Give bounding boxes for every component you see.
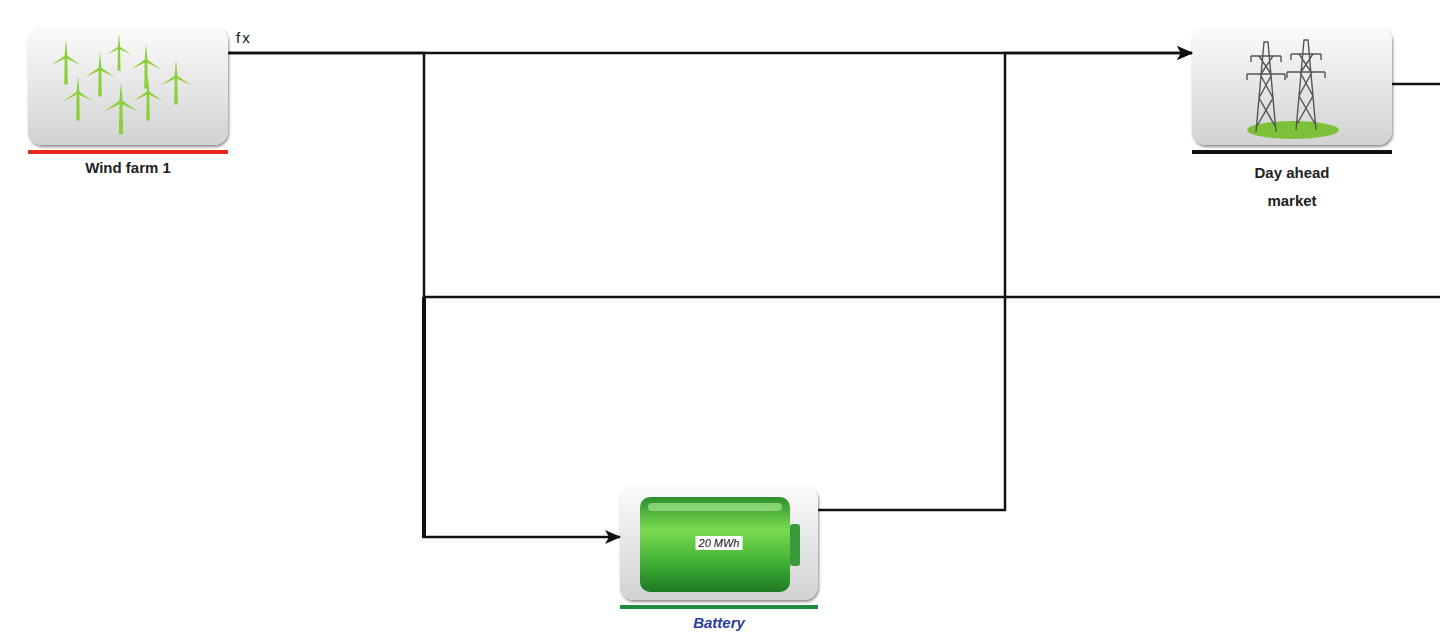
node-label: Battery xyxy=(620,605,818,632)
node-label-text: Day ahead market xyxy=(1237,159,1347,215)
signal-label: fx xyxy=(236,29,252,46)
output-wire xyxy=(1392,83,1440,86)
node-label-text: Wind farm 1 xyxy=(85,159,171,177)
node-label-text: Battery xyxy=(693,614,745,632)
node-label: Wind farm 1 xyxy=(28,150,228,177)
icon-node: Wind farm 1 xyxy=(28,27,228,145)
bus-wire xyxy=(424,296,1440,299)
node-label: Day ahead market xyxy=(1192,150,1392,215)
icon-node: 20 MWhBattery xyxy=(620,485,818,600)
flow-connector xyxy=(228,53,620,537)
flow-connector xyxy=(818,53,1192,510)
capacity-badge: 20 MWh xyxy=(696,536,743,550)
icon-node: Day ahead market xyxy=(1192,27,1392,145)
